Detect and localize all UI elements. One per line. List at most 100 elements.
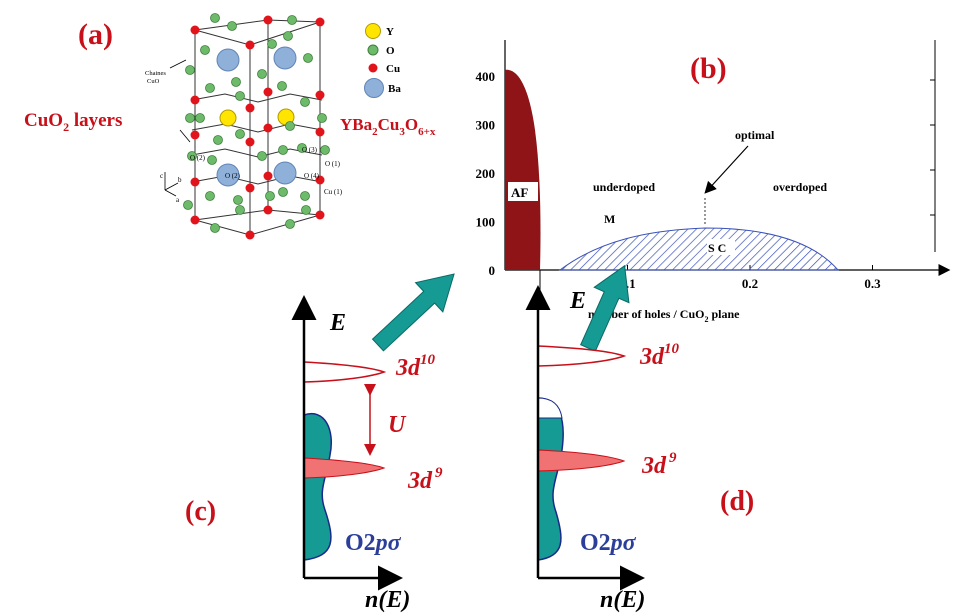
y-tick-label: 400: [476, 69, 496, 84]
m-label: M: [604, 212, 615, 226]
site-label-o2-lower: O (2): [225, 172, 241, 180]
o-atom: [205, 83, 215, 93]
o-atom: [227, 21, 237, 31]
o-atom: [185, 113, 195, 123]
cu-atom: [245, 103, 255, 113]
o-atom: [187, 151, 197, 161]
ba-atom: [216, 48, 240, 72]
o-atom: [200, 45, 210, 55]
teal-arrow-left: [371, 273, 455, 352]
o-atom: [183, 200, 193, 210]
o-atom: [235, 91, 245, 101]
n-axis-label-c: n(E): [365, 587, 410, 613]
site-label-o4: O (4): [304, 172, 320, 180]
ba-atom: [273, 46, 297, 70]
cu-atom: [190, 25, 200, 35]
o-atom: [257, 151, 267, 161]
svg-text:a: a: [176, 196, 180, 204]
cu-atom: [263, 123, 273, 133]
panel-b-label: (b): [690, 52, 727, 85]
cell-edge: [194, 21, 321, 46]
o2p-hole-d: [537, 397, 563, 419]
o-atom: [210, 223, 220, 233]
legend-ba-dot: [364, 78, 384, 98]
o-atom: [235, 129, 245, 139]
x-tick-label: 0.2: [742, 276, 758, 291]
y-tick-label: 200: [476, 166, 496, 181]
svg-text:b: b: [178, 176, 182, 184]
chains-annotation: Chaines: [145, 70, 166, 77]
o2p-label-d: O2pσ: [580, 530, 637, 556]
legend-y-label: Y: [386, 26, 394, 38]
optimal-arrow: [704, 145, 749, 194]
o-atom: [287, 15, 297, 25]
cu-atom: [245, 40, 255, 50]
o-atom: [235, 205, 245, 215]
cu-atom: [263, 15, 273, 25]
cu-atom: [263, 171, 273, 181]
site-label-o2: O (2): [190, 154, 206, 162]
upper-level-label-c: 3d10: [395, 352, 436, 381]
chains-cuo-annotation: CuO: [147, 78, 160, 85]
cu-atom: [263, 205, 273, 215]
sc-label: S C: [708, 241, 726, 255]
lower-plane-b: [191, 175, 323, 185]
cu-atom: [190, 177, 200, 187]
af-label-box: [508, 182, 538, 201]
cu-atom: [263, 87, 273, 97]
teal-arrows: [371, 264, 630, 352]
legend-cu-dot: [368, 63, 378, 73]
o-atom: [210, 13, 220, 23]
cu-atom: [190, 95, 200, 105]
o-atom: [257, 69, 267, 79]
sc-dome: [558, 227, 840, 271]
o-atom: [300, 97, 310, 107]
o-atom: [278, 145, 288, 155]
cu-atom: [315, 127, 325, 137]
site-label-o1: O (1): [325, 160, 341, 168]
o-atom: [303, 53, 313, 63]
underdoped-label: underdoped: [593, 180, 655, 194]
af-region: [505, 69, 541, 270]
cu-atom: [245, 230, 255, 240]
upper-plane-b: [191, 93, 323, 103]
cu-atom: [245, 183, 255, 193]
o-atom: [277, 81, 287, 91]
o-atom: [213, 135, 223, 145]
lower-peak-d: [537, 449, 626, 472]
o-atom: [317, 113, 327, 123]
cu-atom: [315, 210, 325, 220]
n-axis-label-d: n(E): [600, 587, 645, 613]
o-atom: [205, 191, 215, 201]
u-label: U: [388, 412, 407, 438]
legend-o-dot: [367, 44, 379, 56]
legend-y-dot: [365, 23, 381, 39]
sc-label-box: [707, 239, 735, 255]
cell-edge: [194, 209, 321, 221]
o-atom: [297, 143, 307, 153]
o-atom: [301, 205, 311, 215]
ba-atom: [273, 161, 297, 185]
o-atom: [207, 155, 217, 165]
formula-label: YBa2Cu3O6+x: [340, 115, 436, 138]
cu-atom: [315, 90, 325, 100]
o-atom: [231, 77, 241, 87]
o-atom: [283, 31, 293, 41]
ba-atom: [216, 163, 240, 187]
overdoped-label: overdoped: [773, 180, 827, 194]
legend-o-label: O: [386, 45, 395, 57]
af-label: AF: [511, 185, 528, 200]
o-atom: [267, 39, 277, 49]
legend-cu-label: Cu: [386, 63, 400, 75]
cu-atom: [315, 175, 325, 185]
panel-a-label: (a): [78, 18, 113, 51]
o-atom: [265, 191, 275, 201]
svg-text:c: c: [160, 172, 163, 180]
y-tick-label: 300: [476, 118, 496, 133]
y-atom: [219, 109, 237, 127]
